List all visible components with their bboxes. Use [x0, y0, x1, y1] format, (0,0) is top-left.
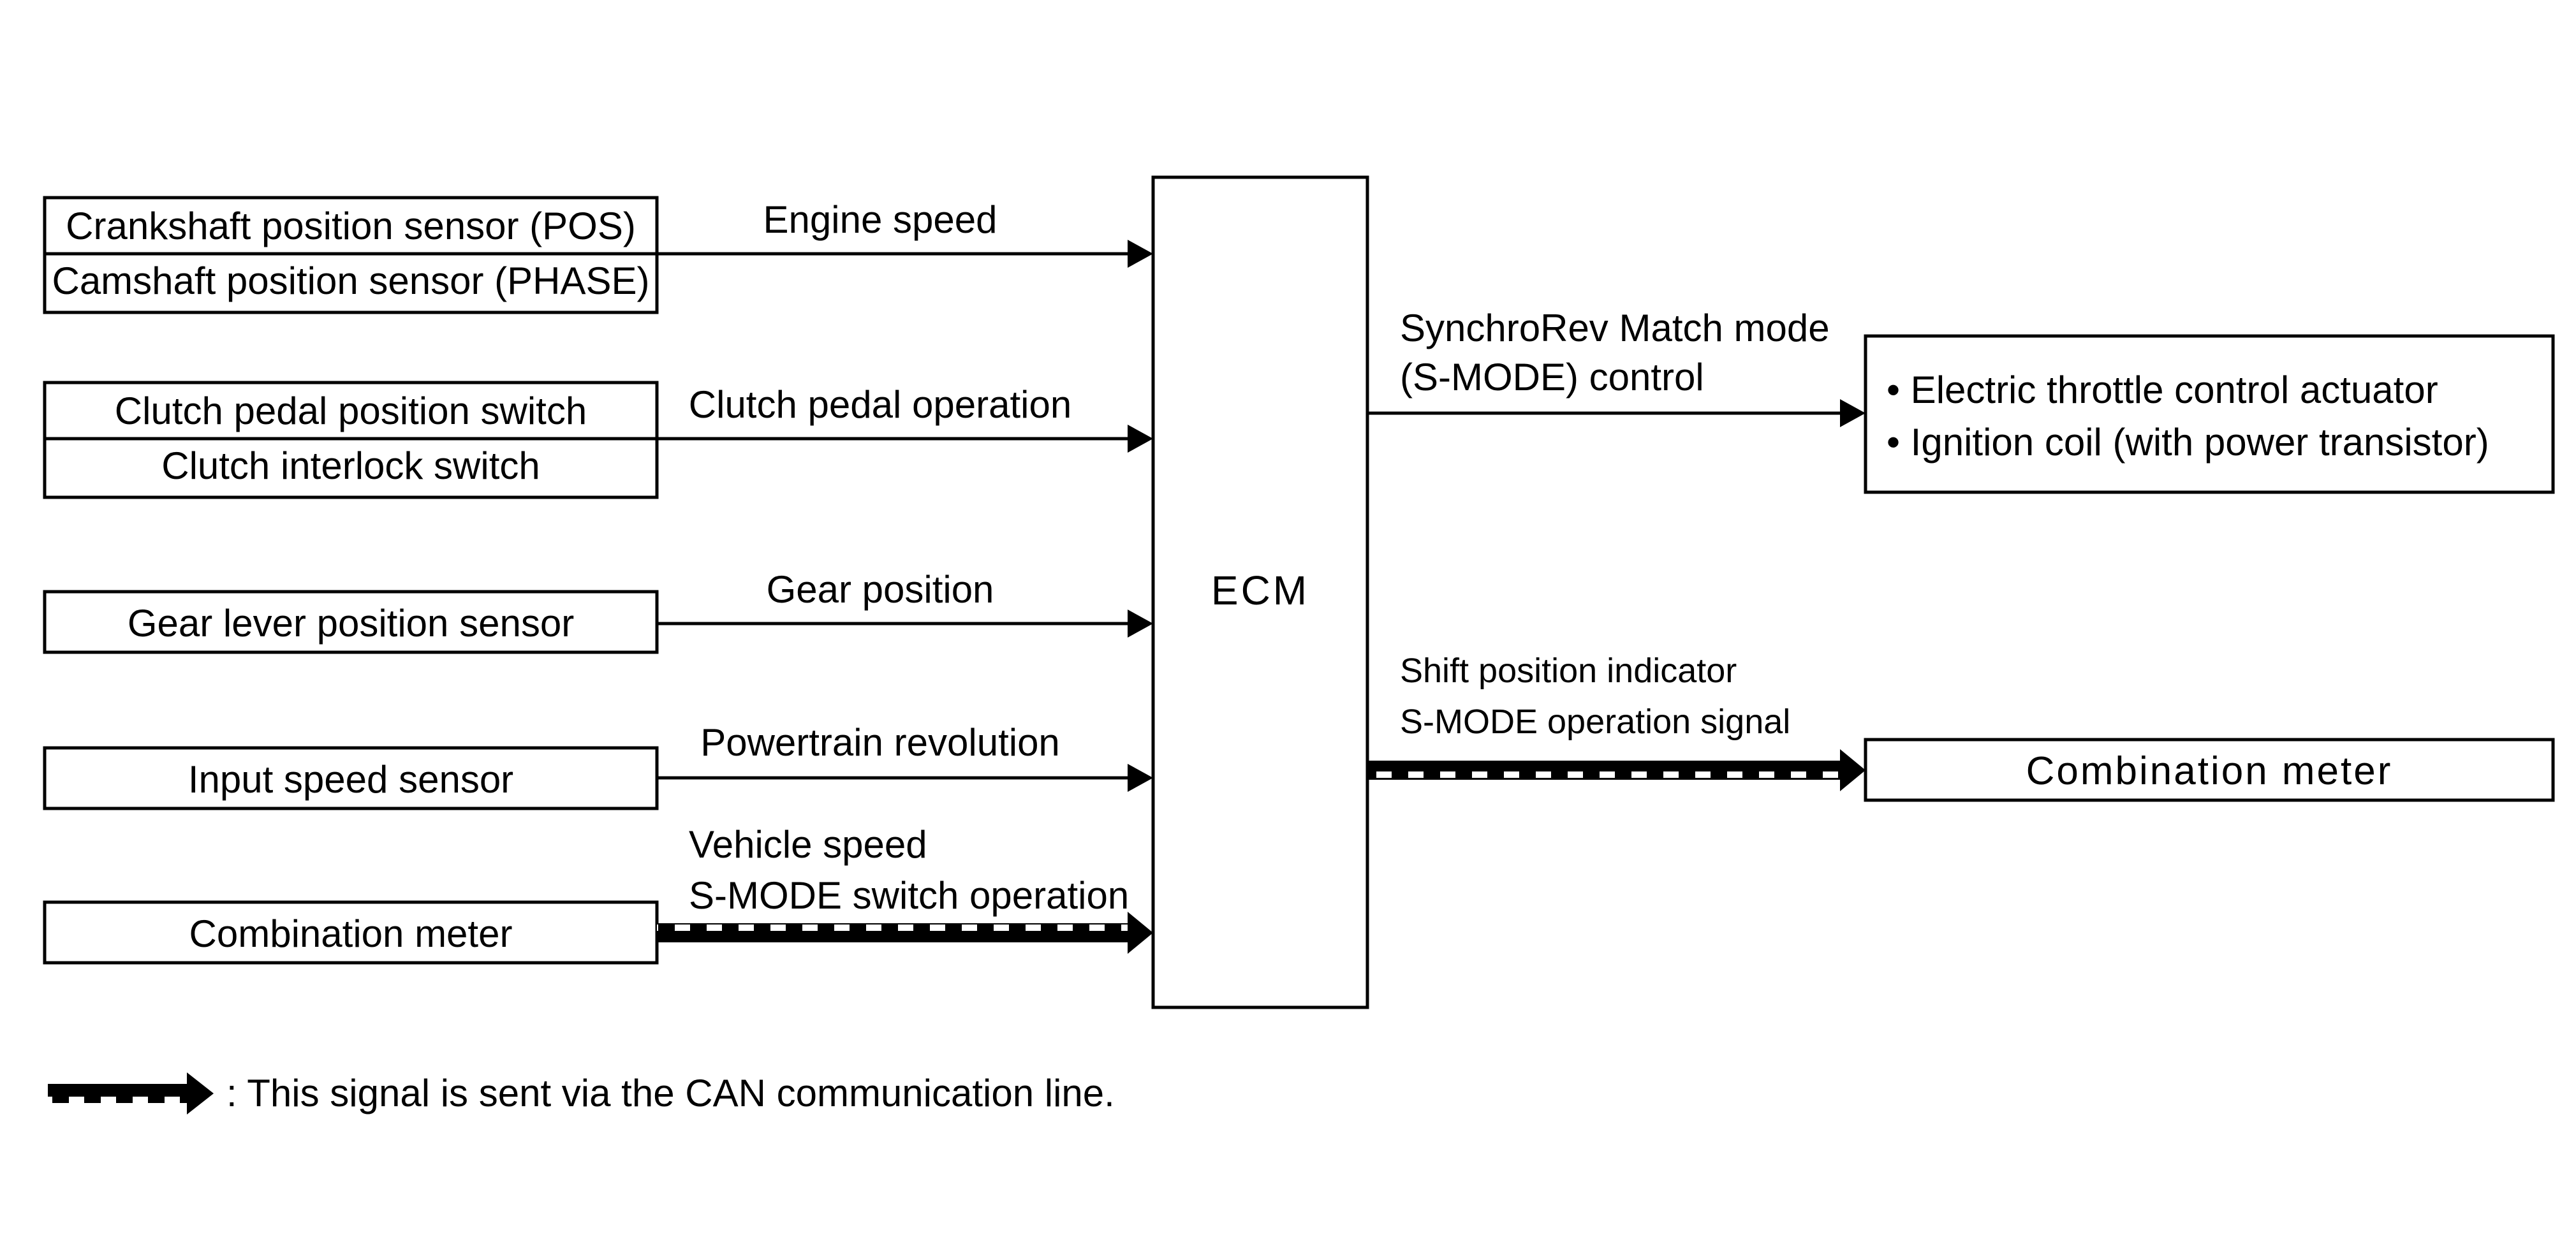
clutch-operation-signal: Clutch pedal operation — [689, 383, 1071, 426]
legend-can-line — [48, 1084, 188, 1103]
output-combination-meter: Shift position indicator S-MODE operatio… — [1367, 652, 2555, 802]
vehicle-speed-signal: Vehicle speed — [689, 823, 927, 866]
input-gear-lever: Gear lever position sensor Gear position — [43, 568, 1153, 654]
can-input-arrowhead — [1128, 912, 1153, 954]
shift-position-indicator-signal: Shift position indicator — [1400, 652, 1737, 690]
camshaft-sensor-label: Camshaft position sensor (PHASE) — [52, 259, 649, 302]
can-line-output — [1367, 761, 1841, 780]
smode-control-arrowhead — [1840, 399, 1866, 427]
combination-meter-left-box — [43, 900, 659, 965]
input-speed-sensor: Input speed sensor Powertrain revolution — [43, 721, 1153, 810]
powertrain-revolution-arrowhead — [1128, 764, 1153, 792]
gear-lever-sensor-label: Gear lever position sensor — [128, 602, 574, 645]
legend: : This signal is sent via the CAN commun… — [48, 1072, 1115, 1114]
clutch-operation-arrowhead — [1128, 425, 1153, 453]
crankshaft-sensor-label: Crankshaft position sensor (POS) — [66, 205, 636, 247]
clutch-pedal-switch-label: Clutch pedal position switch — [115, 390, 587, 432]
input-speed-sensor-label: Input speed sensor — [188, 758, 513, 801]
smode-switch-operation-signal: S-MODE switch operation — [689, 874, 1129, 917]
clutch-interlock-switch-label: Clutch interlock switch — [161, 444, 540, 487]
ecm-block: ECM — [1151, 175, 1369, 1009]
ecm-label: ECM — [1211, 567, 1309, 613]
powertrain-revolution-signal: Powertrain revolution — [700, 721, 1060, 764]
throttle-actuator-item: • Electric throttle control actuator — [1887, 369, 2438, 411]
input-speed-box — [43, 746, 659, 810]
can-line-input — [657, 923, 1129, 942]
combination-meter-right-box — [1864, 738, 2555, 802]
smode-operation-signal: S-MODE operation signal — [1400, 703, 1790, 741]
ecm-box — [1151, 175, 1369, 1009]
synchrorev-signal-line2: (S-MODE) control — [1400, 356, 1704, 398]
gear-position-arrowhead — [1128, 610, 1153, 638]
gear-lever-box — [43, 590, 659, 654]
engine-speed-signal: Engine speed — [763, 198, 997, 241]
output-actuators: SynchroRev Match mode (S-MODE) control •… — [1367, 307, 2555, 494]
gear-position-signal: Gear position — [767, 568, 994, 611]
engine-speed-arrowhead — [1128, 240, 1153, 268]
can-output-arrowhead — [1840, 749, 1866, 791]
input-crank-cam: Crankshaft position sensor (POS) Camshaf… — [43, 196, 1153, 314]
combination-meter-right-label: Combination meter — [2026, 749, 2393, 793]
input-combination-meter: Combination meter Vehicle speed S-MODE s… — [43, 823, 1153, 965]
ignition-coil-item: • Ignition coil (with power transistor) — [1887, 421, 2489, 464]
actuators-box — [1864, 334, 2555, 494]
combination-meter-left-label: Combination meter — [189, 912, 513, 955]
legend-can-arrowhead — [187, 1072, 214, 1114]
synchrorev-signal-line1: SynchroRev Match mode — [1400, 307, 1830, 349]
legend-text: : This signal is sent via the CAN commun… — [226, 1072, 1115, 1114]
input-clutch: Clutch pedal position switch Clutch inte… — [43, 381, 1153, 499]
